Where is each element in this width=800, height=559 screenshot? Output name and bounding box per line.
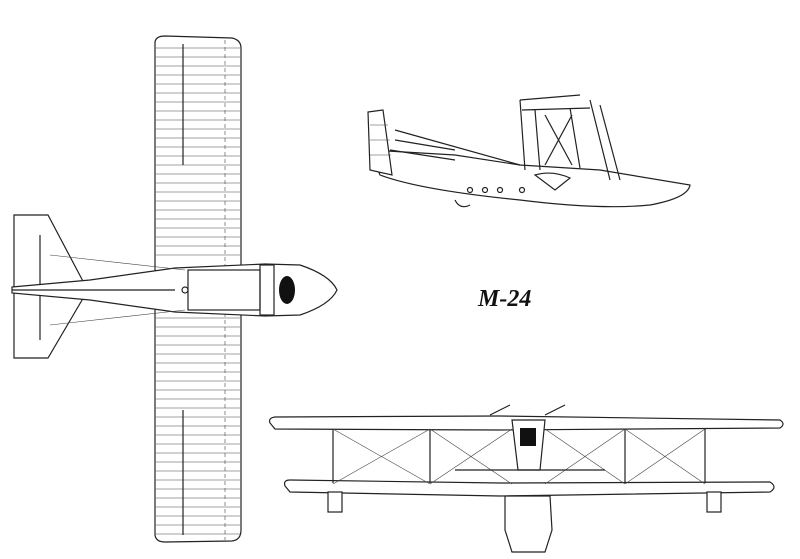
drawing-title: M-24 [478, 286, 532, 312]
side-view-hull [369, 149, 691, 208]
top-view [11, 35, 338, 543]
wing-ribs [156, 47, 240, 535]
front-view [268, 404, 784, 553]
porthole [481, 186, 489, 194]
porthole [518, 186, 526, 194]
cockpit-area [187, 269, 261, 311]
right-float [706, 491, 722, 513]
bracing-wire [429, 428, 513, 485]
left-float [327, 491, 343, 513]
engine-nacelle [279, 276, 295, 304]
bracing-wire [624, 428, 706, 485]
front-view-hull [504, 495, 553, 553]
bracing-wire [544, 428, 626, 485]
bracing-wire [332, 428, 431, 485]
side-view [367, 94, 691, 208]
front-view-lower-wing [283, 479, 775, 497]
porthole [496, 186, 504, 194]
side-view-tail [367, 109, 393, 176]
porthole [466, 186, 474, 194]
